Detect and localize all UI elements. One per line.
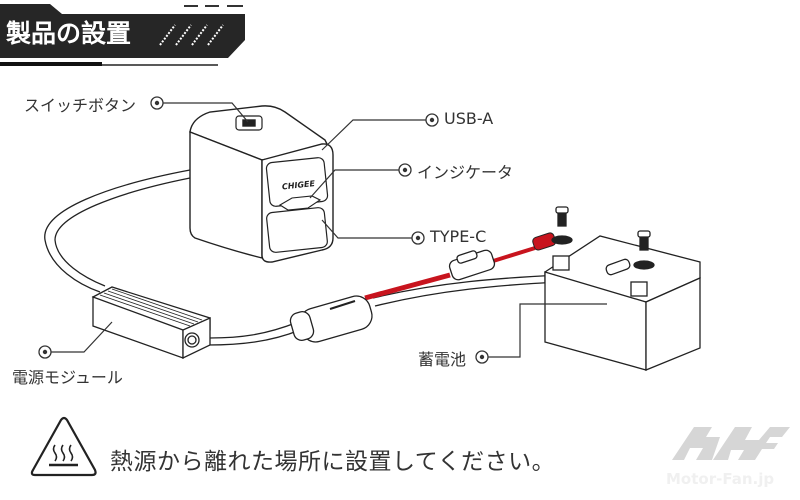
device-brand-mark: CHIGEE	[282, 179, 316, 191]
label-type-c: TYPE-C	[430, 227, 487, 246]
fuse-holder	[448, 249, 496, 281]
inline-connector	[289, 295, 373, 343]
header-banner	[0, 4, 245, 66]
label-power-module: 電源モジュール	[12, 368, 123, 387]
label-bullets	[38, 96, 489, 364]
motorfan-logo	[672, 427, 790, 460]
warning-text: 熱源から離れた場所に設置してください。	[110, 449, 556, 475]
label-switch-button: スイッチボタン	[24, 96, 137, 115]
leader-lines	[46, 102, 607, 358]
battery	[544, 206, 701, 371]
red-cable	[364, 232, 557, 301]
hot-surface-warning-icon	[30, 416, 97, 477]
chigee-device	[189, 105, 334, 263]
header-slashes	[159, 24, 224, 46]
power-module	[91, 286, 211, 360]
label-battery: 蓄電池	[418, 350, 467, 369]
watermark-text: Motor-Fan.jp	[666, 470, 775, 488]
section-title: 製品の設置	[6, 19, 132, 48]
label-indicator: インジケータ	[417, 163, 514, 182]
label-usb-a: USB-A	[444, 109, 494, 128]
